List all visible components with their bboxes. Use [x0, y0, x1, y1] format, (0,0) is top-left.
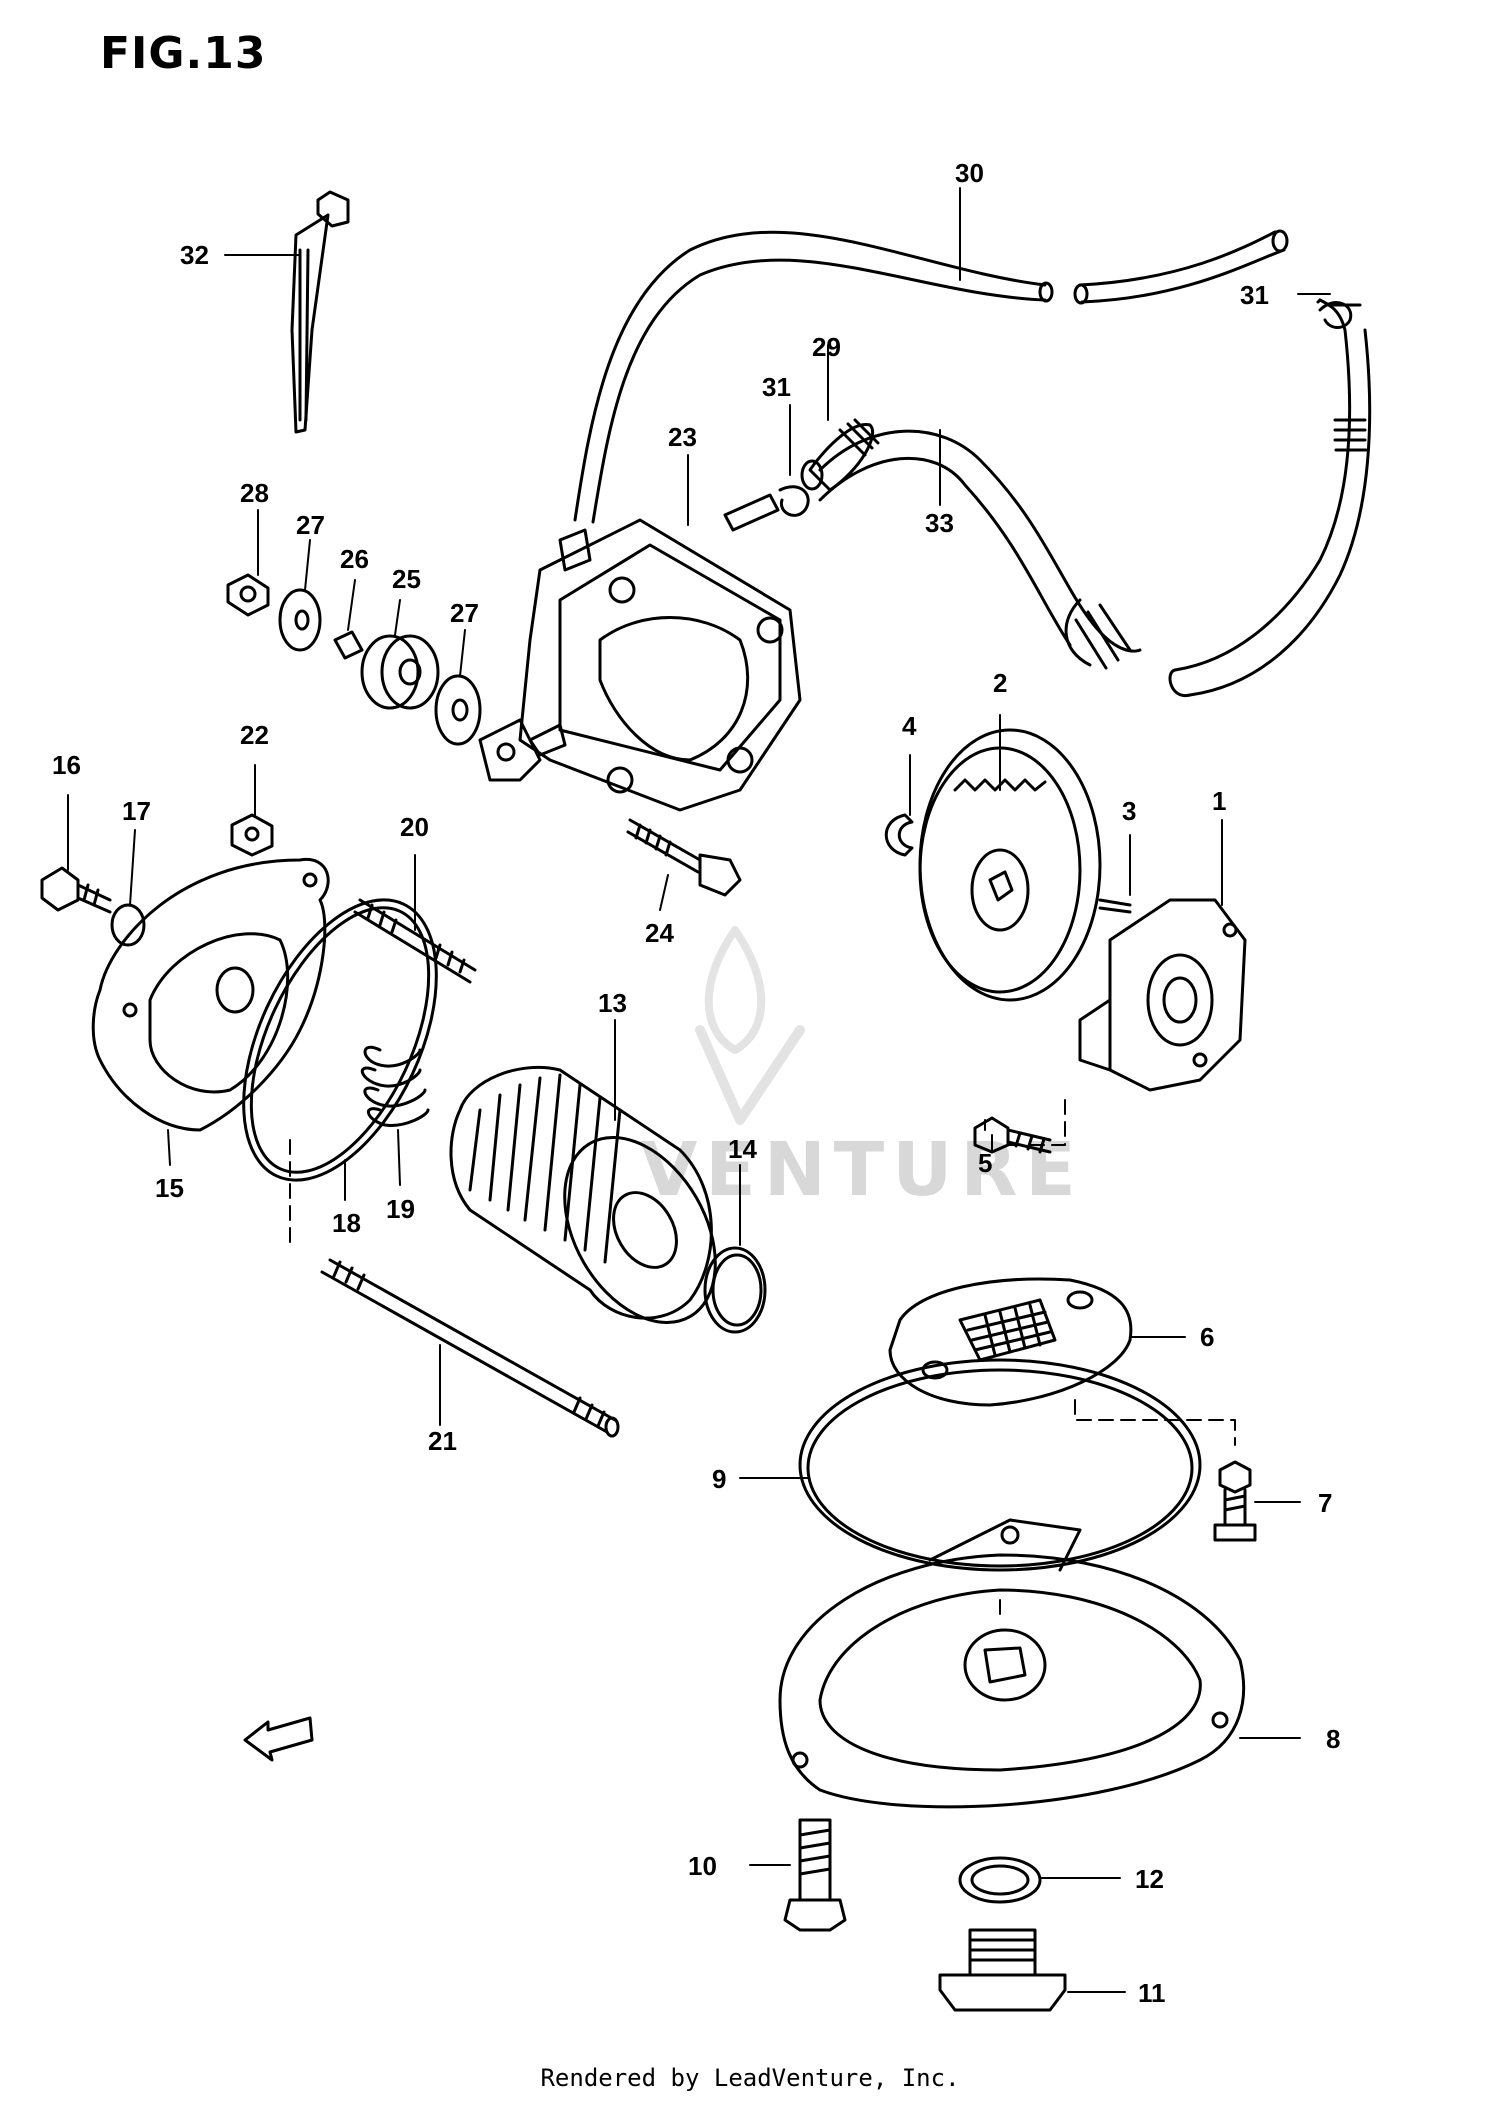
callout-29: 29 — [812, 332, 841, 362]
callout-28: 28 — [240, 478, 269, 508]
oil-strainer-6 — [888, 1277, 1133, 1407]
bolt-24 — [626, 818, 742, 897]
o-ring-14 — [703, 1246, 767, 1334]
callout-24: 24 — [645, 918, 674, 948]
fuel-hose-30 — [573, 229, 1289, 524]
leader-lines — [67, 187, 1331, 1993]
collar-26 — [333, 630, 364, 660]
callout-22: 22 — [240, 720, 269, 750]
washer-27b — [434, 674, 482, 746]
callout-14: 14 — [728, 1134, 757, 1164]
long-stud-21 — [320, 1258, 620, 1438]
cable-tie-32 — [290, 190, 350, 434]
callout-25: 25 — [392, 564, 421, 594]
fuel-pump-23 — [478, 493, 802, 812]
leader-dash-strainer — [999, 1399, 1236, 1616]
fuel-hose-29 — [800, 418, 880, 492]
fuel-hose-33 — [818, 298, 1372, 697]
gasket-9 — [798, 1358, 1202, 1572]
oil-pump-1 — [1078, 898, 1247, 1092]
filter-cap-15 — [91, 858, 330, 1132]
callout-30: 30 — [955, 158, 984, 188]
callout-11: 11 — [1138, 1978, 1166, 2008]
callout-2: 2 — [993, 668, 1007, 698]
callout-labels: 1 2 3 4 5 6 7 8 9 10 11 12 13 14 15 16 1… — [52, 158, 1340, 2008]
callout-3: 3 — [1122, 796, 1136, 826]
callout-9: 9 — [712, 1464, 726, 1494]
bolt-16 — [40, 866, 112, 914]
callout-5: 5 — [978, 1148, 992, 1178]
callout-15: 15 — [155, 1173, 184, 1203]
callout-23: 23 — [668, 422, 697, 452]
callout-13: 13 — [598, 988, 627, 1018]
callout-17: 17 — [122, 796, 151, 826]
watermark-logo — [695, 926, 805, 1125]
callout-20: 20 — [400, 812, 429, 842]
hose-clip-31b — [1318, 301, 1353, 329]
stud-20 — [353, 898, 477, 984]
grommet-25 — [360, 634, 440, 710]
callout-7: 7 — [1318, 1488, 1332, 1518]
hose-clip-31a — [778, 485, 810, 517]
callout-18: 18 — [332, 1208, 361, 1238]
callout-8: 8 — [1326, 1724, 1340, 1754]
leader-dash-pump — [999, 1099, 1066, 1146]
callout-19: 19 — [386, 1194, 415, 1224]
callout-27b: 27 — [450, 598, 479, 628]
callout-31b: 31 — [1240, 280, 1269, 310]
circlip-4 — [884, 813, 914, 857]
bolt-7 — [1213, 1460, 1257, 1542]
drain-plug-11 — [938, 1928, 1067, 2012]
callout-32: 32 — [180, 240, 209, 270]
bolt-10 — [783, 1818, 847, 1932]
o-ring-18 — [242, 898, 438, 1182]
callout-1: 1 — [1212, 786, 1226, 816]
front-direction-arrow — [243, 1716, 314, 1762]
spring-19 — [361, 1045, 430, 1127]
callout-21: 21 — [428, 1426, 457, 1456]
oil-pan-8 — [778, 1518, 1246, 1809]
callout-6: 6 — [1200, 1322, 1214, 1352]
nut-22 — [230, 813, 274, 857]
callout-4: 4 — [902, 711, 917, 741]
pump-gear-2 — [918, 728, 1102, 1002]
washer-12 — [958, 1856, 1042, 1904]
watermark-text: VENTURE — [640, 1127, 1084, 1213]
callout-27a: 27 — [296, 510, 325, 540]
callout-33: 33 — [925, 508, 954, 538]
washer-17 — [110, 903, 146, 947]
callout-26: 26 — [340, 544, 369, 574]
footer-credit: Rendered by LeadVenture, Inc. — [540, 2064, 960, 2092]
callout-12: 12 — [1135, 1864, 1164, 1894]
pin-3 — [1098, 898, 1132, 914]
callout-16: 16 — [52, 750, 81, 780]
nut-28 — [226, 573, 270, 617]
callout-10: 10 — [688, 1851, 717, 1881]
callout-31a: 31 — [762, 372, 791, 402]
oil-filter-13 — [449, 1065, 717, 1324]
figure-title: FIG.13 — [100, 28, 267, 79]
washer-27a — [278, 588, 322, 652]
